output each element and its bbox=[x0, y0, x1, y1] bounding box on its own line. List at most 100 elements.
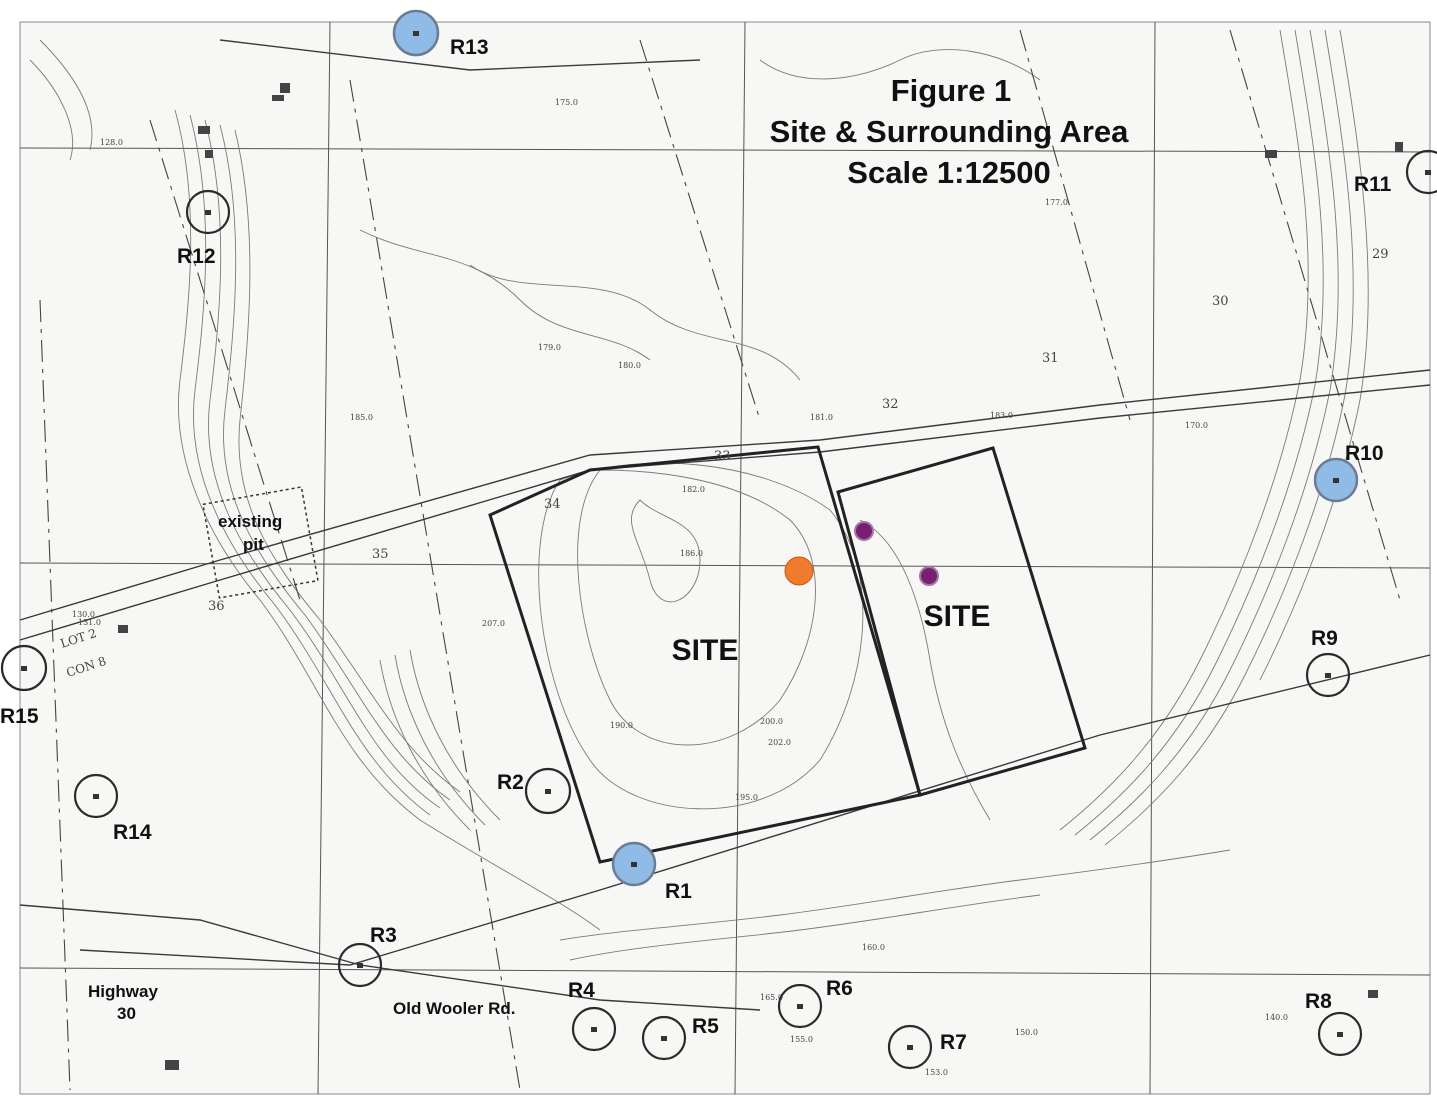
receptor-building bbox=[93, 794, 99, 799]
receptor-ring bbox=[887, 1024, 933, 1070]
existing-pit-label: existing bbox=[218, 512, 282, 531]
existing-pit-label: pit bbox=[243, 535, 264, 554]
highway-label: Highway bbox=[88, 982, 158, 1001]
receptor-r14: R14 bbox=[73, 773, 152, 844]
receptor-building bbox=[1333, 478, 1339, 483]
receptor-building bbox=[205, 210, 211, 215]
lot-number: 32 bbox=[882, 397, 899, 412]
receptor-building bbox=[545, 789, 551, 794]
receptor-label: R9 bbox=[1311, 627, 1338, 650]
elevation-label: 153.0 bbox=[925, 1068, 948, 1077]
contour-lines bbox=[29, 29, 1369, 961]
site-boundary-east bbox=[836, 446, 1087, 797]
receptor-building bbox=[631, 862, 637, 867]
receptor-r7: R7 bbox=[887, 1024, 967, 1070]
elevation-label: 170.0 bbox=[1185, 421, 1208, 430]
elevation-label: 181.0 bbox=[810, 413, 833, 422]
site-label-west: SITE bbox=[672, 634, 739, 667]
site-boundaries bbox=[488, 445, 1087, 864]
receptor-r5: R5 bbox=[641, 1015, 719, 1061]
elevation-label: 185.0 bbox=[350, 413, 373, 422]
receptor-building bbox=[661, 1036, 667, 1041]
receptor-ring bbox=[0, 644, 48, 692]
source-marker-layer bbox=[784, 521, 939, 586]
elevation-labels: 175.0 177.0 179.0 180.0 181.0 182.0 183.… bbox=[72, 98, 1288, 1077]
receptor-label: R2 bbox=[497, 771, 524, 794]
receptor-r2: R2 bbox=[497, 767, 572, 815]
elevation-label: 128.0 bbox=[100, 138, 123, 147]
lot-lines bbox=[39, 29, 1401, 1091]
elevation-label: 207.0 bbox=[482, 619, 505, 628]
road-label: Old Wooler Rd. bbox=[393, 999, 515, 1018]
lot-number: 31 bbox=[1042, 351, 1059, 366]
receptor-building bbox=[1325, 673, 1331, 678]
receptor-ring bbox=[1317, 1011, 1363, 1057]
receptor-building bbox=[591, 1027, 597, 1032]
lot-numbers: 29 30 31 32 33 34 35 36 bbox=[208, 247, 1389, 614]
existing-pit-outline bbox=[202, 486, 319, 599]
receptor-label: R7 bbox=[940, 1031, 967, 1054]
receptor-label: R4 bbox=[568, 979, 595, 1002]
receptor-r3: R3 bbox=[337, 924, 397, 988]
highway-label: 30 bbox=[117, 1004, 136, 1023]
receptor-ring bbox=[777, 983, 823, 1029]
receptor-r12: R12 bbox=[177, 189, 231, 268]
receptor-ring bbox=[185, 189, 231, 235]
title-block: Figure 1 Site & Surrounding Area Scale 1… bbox=[770, 73, 1130, 190]
receptor-label: R15 bbox=[0, 705, 39, 728]
receptor-label: R8 bbox=[1305, 990, 1332, 1013]
receptor-ring bbox=[571, 1006, 617, 1052]
lot-number: 34 bbox=[544, 497, 561, 512]
elevation-label: 182.0 bbox=[682, 485, 705, 494]
receptor-r10: R10 bbox=[1313, 442, 1384, 503]
figure-scale: Scale 1:12500 bbox=[847, 155, 1050, 190]
receptor-label: R6 bbox=[826, 977, 853, 1000]
receptor-r6: R6 bbox=[777, 977, 853, 1029]
elevation-label: 175.0 bbox=[555, 98, 578, 107]
receptor-r4: R4 bbox=[568, 979, 617, 1052]
elevation-label: 180.0 bbox=[618, 361, 641, 370]
receptor-building bbox=[413, 31, 419, 36]
elevation-label: 130.0 bbox=[72, 610, 95, 619]
receptor-label: R12 bbox=[177, 245, 216, 268]
receptor-label: R14 bbox=[113, 821, 152, 844]
lot-number: 29 bbox=[1372, 247, 1389, 262]
elevation-label: 183.0 bbox=[990, 411, 1013, 420]
elevation-label: 160.0 bbox=[862, 943, 885, 952]
elevation-label: 200.0 bbox=[760, 717, 783, 726]
receptor-r9: R9 bbox=[1305, 627, 1351, 698]
receptor-r8: R8 bbox=[1305, 990, 1363, 1057]
figure-subtitle: Site & Surrounding Area bbox=[770, 114, 1130, 149]
receptor-ring bbox=[73, 773, 119, 819]
receptor-label: R13 bbox=[450, 36, 489, 59]
elevation-label: 165.0 bbox=[760, 993, 783, 1002]
receptor-building bbox=[21, 666, 27, 671]
figure-title: Figure 1 bbox=[891, 73, 1012, 108]
elevation-label: 140.0 bbox=[1265, 1013, 1288, 1022]
receptor-ring bbox=[337, 942, 383, 988]
receptor-r11: R11 bbox=[1354, 149, 1437, 196]
elevation-label: 150.0 bbox=[1015, 1028, 1038, 1037]
elevation-label: 179.0 bbox=[538, 343, 561, 352]
elevation-label: 195.0 bbox=[735, 793, 758, 802]
lot-number: 33 bbox=[714, 449, 731, 464]
receptor-label: R3 bbox=[370, 924, 397, 947]
receptor-building bbox=[1425, 170, 1431, 175]
receptor-label: R10 bbox=[1345, 442, 1384, 465]
receptor-label: R11 bbox=[1354, 173, 1392, 196]
receptor-building bbox=[1337, 1032, 1343, 1037]
buildings bbox=[118, 83, 1403, 1070]
purple-source-marker bbox=[919, 566, 939, 586]
site-label-east: SITE bbox=[924, 600, 991, 633]
elevation-label: 155.0 bbox=[790, 1035, 813, 1044]
elevation-label: 190.0 bbox=[610, 721, 633, 730]
purple-source-marker bbox=[854, 521, 874, 541]
receptor-label: R5 bbox=[692, 1015, 719, 1038]
receptor-ring bbox=[641, 1015, 687, 1061]
lot-number: 30 bbox=[1212, 294, 1229, 309]
elevation-label: 177.0 bbox=[1045, 198, 1068, 207]
receptor-ring bbox=[524, 767, 572, 815]
lot-number: 35 bbox=[372, 547, 389, 562]
